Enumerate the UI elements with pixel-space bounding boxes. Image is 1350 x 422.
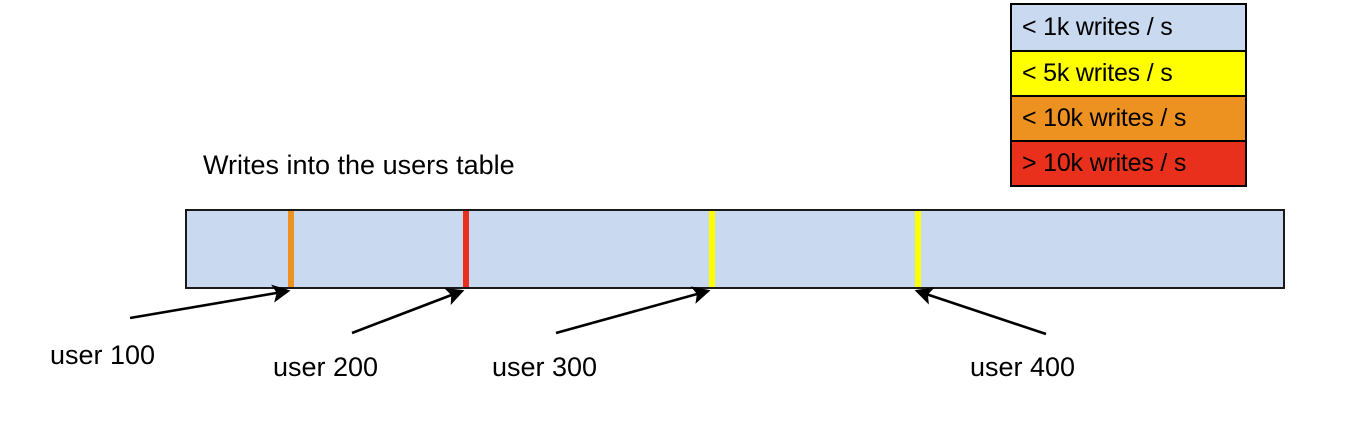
legend: < 1k writes / s < 5k writes / s < 10k wr… [1010,3,1247,187]
arrow-user-100 [129,284,291,320]
stripe-user-100 [288,211,294,287]
arrow-user-200 [351,288,465,335]
legend-label: < 1k writes / s [1022,13,1173,41]
label-user-400: user 400 [970,352,1076,382]
legend-row-lt-5k: < 5k writes / s [1012,50,1245,95]
legend-label: < 10k writes / s [1022,104,1187,132]
label-user-200: user 200 [273,352,379,382]
users-table-bar [185,209,1285,289]
stripe-user-200 [463,211,469,287]
legend-row-lt-1k: < 1k writes / s [1012,5,1245,50]
arrow-user-400 [914,287,1047,336]
stripe-user-400 [915,211,921,287]
arrow-user-300 [555,286,711,335]
label-user-300: user 300 [492,352,598,382]
legend-label: > 10k writes / s [1022,149,1187,177]
legend-row-gt-10k: > 10k writes / s [1012,140,1245,185]
diagram-caption: Writes into the users table [203,150,515,180]
legend-label: < 5k writes / s [1022,59,1173,87]
label-user-100: user 100 [50,340,156,370]
legend-row-lt-10k: < 10k writes / s [1012,95,1245,140]
stripe-user-300 [709,211,715,287]
